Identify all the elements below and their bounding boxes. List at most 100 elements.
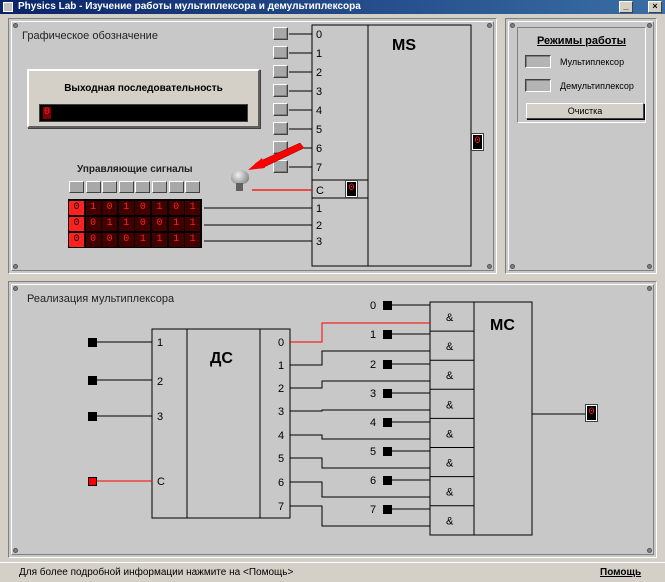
mc-data-pin-6[interactable] — [383, 476, 392, 485]
dc-input-pin-2[interactable] — [88, 376, 97, 385]
control-cell: 1 — [185, 201, 201, 215]
output-sequence-title: Выходная последовательность — [64, 83, 223, 94]
dc-output-label-2: 2 — [278, 383, 284, 395]
control-cell: 1 — [168, 233, 184, 247]
control-cell: 0 — [85, 233, 101, 247]
mc-data-pin-1[interactable] — [383, 330, 392, 339]
ms-control-led: 0 — [346, 181, 357, 197]
lamp-base — [236, 183, 243, 191]
ms-address-label-2: 2 — [316, 220, 322, 232]
mc-data-label-6: 6 — [370, 475, 376, 487]
mc-data-pin-3[interactable] — [383, 389, 392, 398]
ms-input-button-1[interactable] — [273, 46, 288, 59]
mc-and-gate-4: & — [446, 428, 454, 440]
dc-input-pin-c[interactable] — [88, 477, 97, 486]
ms-input-button-3[interactable] — [273, 84, 288, 97]
mc-and-gate-7: & — [446, 516, 454, 528]
mc-and-gate-1: & — [446, 341, 454, 353]
dc-output-label-4: 4 — [278, 430, 284, 442]
ms-input-button-4[interactable] — [273, 103, 288, 116]
control-step-button-4[interactable] — [135, 181, 151, 193]
mc-and-gate-3: & — [446, 399, 454, 411]
lamp-icon — [231, 170, 249, 184]
control-cell: 0 — [168, 201, 184, 215]
control-step-button-0[interactable] — [69, 181, 84, 193]
control-cell: 0 — [102, 201, 118, 215]
mc-data-pin-7[interactable] — [383, 505, 392, 514]
dc-output-label-6: 6 — [278, 477, 284, 489]
mode-title: Режимы работы — [536, 35, 627, 47]
output-sequence-display: 0 — [39, 104, 248, 122]
implementation-title: Реализация мультиплексора — [27, 293, 175, 305]
control-step-button-3[interactable] — [118, 181, 134, 193]
ms-input-label-6: 6 — [316, 143, 322, 155]
mc-data-label-7: 7 — [370, 504, 376, 516]
control-step-button-2[interactable] — [102, 181, 118, 193]
control-cell: 0 — [135, 201, 151, 215]
control-cell: 0 — [69, 201, 84, 215]
control-step-button-5[interactable] — [152, 181, 167, 193]
mode-demultiplexer-toggle[interactable] — [525, 79, 551, 92]
control-cell: 0 — [69, 217, 84, 231]
mc-and-gate-6: & — [446, 487, 454, 499]
dc-input-pin-1[interactable] — [88, 338, 97, 347]
ms-input-label-3: 3 — [316, 86, 322, 98]
dc-input-label-3: 3 — [157, 411, 163, 423]
control-cell: 1 — [168, 217, 184, 231]
ms-input-button-2[interactable] — [273, 65, 288, 78]
dc-block-label: ДС — [210, 350, 233, 367]
dc-output-column — [259, 328, 291, 519]
mode-demultiplexer-label: Демультиплексор — [560, 81, 634, 91]
dc-output-label-5: 5 — [278, 453, 284, 465]
control-cell: 1 — [152, 201, 167, 215]
control-step-button-6[interactable] — [168, 181, 184, 193]
close-button[interactable]: × — [648, 1, 662, 13]
control-cell: 1 — [152, 233, 167, 247]
mode-multiplexer-label: Мультиплексор — [560, 57, 625, 67]
mc-output-led: 0 — [586, 405, 597, 421]
help-link[interactable]: Помощь — [600, 567, 642, 578]
mc-data-label-4: 4 — [370, 417, 376, 429]
minimize-button[interactable]: _ — [619, 1, 633, 13]
ms-input-label-7: 7 — [316, 162, 322, 174]
control-step-button-1[interactable] — [85, 181, 101, 193]
mode-multiplexer-toggle[interactable] — [525, 55, 551, 68]
control-cell: 1 — [185, 233, 201, 247]
mc-data-pin-5[interactable] — [383, 447, 392, 456]
dc-input-pin-3[interactable] — [88, 412, 97, 421]
control-cell: 1 — [118, 217, 134, 231]
implementation-panel — [8, 281, 657, 558]
control-cell: 0 — [85, 217, 101, 231]
control-cell: 0 — [152, 217, 167, 231]
control-cell: 1 — [102, 217, 118, 231]
ms-input-button-0[interactable] — [273, 27, 288, 40]
mc-data-label-2: 2 — [370, 359, 376, 371]
ms-address-label-1: 1 — [316, 203, 322, 215]
ms-output-led: 0 — [472, 134, 483, 150]
control-step-button-7[interactable] — [185, 181, 201, 193]
ms-block-label: MS — [392, 37, 416, 54]
mc-data-pin-2[interactable] — [383, 360, 392, 369]
control-cell: 0 — [69, 233, 84, 247]
dc-output-label-1: 1 — [278, 360, 284, 372]
control-cell: 1 — [185, 217, 201, 231]
mc-data-label-5: 5 — [370, 446, 376, 458]
dc-input-label-C: C — [157, 476, 165, 488]
ms-input-label-2: 2 — [316, 67, 322, 79]
dc-output-label-7: 7 — [278, 501, 284, 513]
clear-button[interactable]: Очистка — [526, 103, 644, 119]
ms-address-label-3: 3 — [316, 236, 322, 248]
output-sequence-box: Выходная последовательность 0 — [27, 69, 260, 128]
ms-input-button-7[interactable] — [273, 160, 288, 173]
mc-data-label-3: 3 — [370, 388, 376, 400]
mc-data-pin-4[interactable] — [383, 418, 392, 427]
ms-block-body — [367, 24, 472, 267]
mc-block-body — [473, 301, 533, 536]
mc-data-pin-0[interactable] — [383, 301, 392, 310]
mc-and-gate-2: & — [446, 370, 454, 382]
ms-input-label-5: 5 — [316, 124, 322, 136]
ms-input-button-5[interactable] — [273, 122, 288, 135]
